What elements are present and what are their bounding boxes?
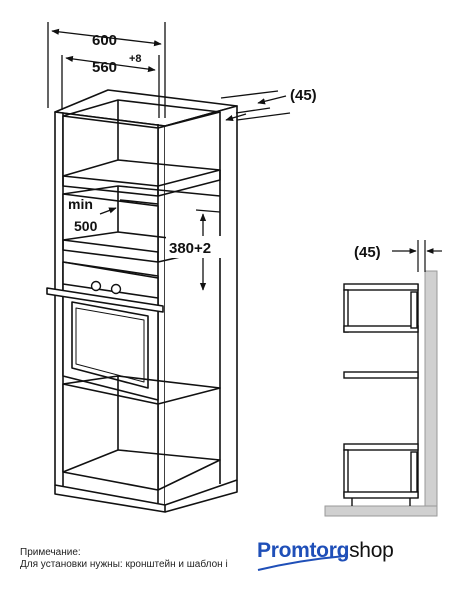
cabinet xyxy=(46,89,238,513)
promtorgshop-logo: Promtorgshop xyxy=(257,539,394,563)
note-text: Для установки нужны: кронштейн и шаблон … xyxy=(20,559,228,570)
dim-560-label: 560 xyxy=(92,59,117,76)
logo-part1: Promtorg xyxy=(257,539,350,562)
note-heading: Примечание: xyxy=(20,547,81,558)
dim-gap-top-label: (45) xyxy=(290,87,317,104)
dim-min-label: min xyxy=(68,196,93,212)
knob-left-icon xyxy=(90,280,102,292)
knob-right-icon xyxy=(110,283,122,295)
logo-part2: shop xyxy=(349,539,394,562)
dim-niche-bg xyxy=(166,236,236,258)
dim-min-value: 500 xyxy=(74,218,98,234)
dim-gap-side-label: (45) xyxy=(354,244,381,261)
dim-600-label: 600 xyxy=(92,32,117,49)
dim-560-tolerance: +8 xyxy=(129,53,142,65)
dim-niche-height: 380+2 xyxy=(169,240,211,257)
side-section-view xyxy=(324,240,442,517)
